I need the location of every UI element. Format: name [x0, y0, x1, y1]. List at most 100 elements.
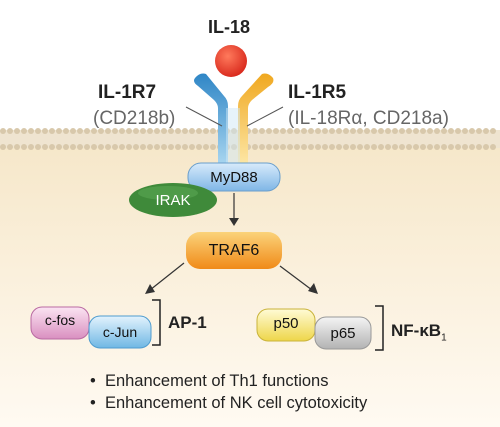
outcomes-list: • Enhancement of Th1 functions • Enhance…	[90, 370, 367, 414]
membrane-lipid-head	[126, 144, 132, 150]
membrane-lipid-head	[490, 128, 496, 134]
membrane-lipid-head	[294, 144, 300, 150]
membrane-lipid-head	[406, 128, 412, 134]
ap1-bracket	[152, 299, 161, 346]
traf6-node	[186, 232, 282, 269]
nfkb-bracket	[375, 305, 384, 351]
membrane-lipid-head	[49, 144, 55, 150]
membrane-lipid-head	[7, 144, 13, 150]
il-18-label: IL-18	[208, 17, 251, 37]
membrane-lipid-head	[462, 128, 468, 134]
membrane-lipid-head	[329, 144, 335, 150]
membrane-lipid-head	[91, 144, 97, 150]
membrane-lipid-head	[0, 128, 6, 134]
membrane-lipid-head	[413, 128, 419, 134]
membrane-lipid-head	[315, 144, 321, 150]
membrane-lipid-head	[189, 128, 195, 134]
il-1r5-receptor	[238, 73, 274, 165]
membrane-lipid-head	[168, 144, 174, 150]
membrane-lipid-head	[406, 144, 412, 150]
membrane-lipid-head	[343, 128, 349, 134]
membrane-lipid-head	[140, 144, 146, 150]
il-1r7-alias: (CD218b)	[93, 108, 176, 129]
membrane-lipid-head	[371, 128, 377, 134]
membrane-lipid-head	[182, 144, 188, 150]
membrane-lipid-head	[196, 128, 202, 134]
membrane-lipid-head	[308, 128, 314, 134]
arrow-traf6-ap1	[149, 262, 185, 291]
nfkb-label-main: NF-κB	[391, 321, 442, 340]
membrane-lipid-head	[434, 144, 440, 150]
outcome-text: Enhancement of NK cell cytotoxicity	[104, 394, 368, 412]
membrane-lipid-head	[168, 128, 174, 134]
c-fos-node	[30, 306, 90, 340]
membrane-lipid-head	[49, 128, 55, 134]
membrane-lipid-head	[175, 144, 181, 150]
membrane-lipid-head	[392, 144, 398, 150]
membrane-lipid-head	[483, 128, 489, 134]
membrane-lipid-head	[119, 128, 125, 134]
membrane-lipid-head	[490, 144, 496, 150]
membrane-lipid-head	[210, 128, 216, 134]
irak-label: IRAK	[155, 191, 191, 209]
membrane-lipid-head	[357, 144, 363, 150]
membrane-lipid-head	[98, 144, 104, 150]
membrane-lipid-head	[154, 128, 160, 134]
c-jun-node	[88, 315, 152, 349]
il-1r7-label: IL-1R7	[98, 82, 157, 103]
membrane-lipid-head	[308, 144, 314, 150]
membrane-lipid-head	[154, 144, 160, 150]
outcome-item: • Enhancement of NK cell cytotoxicity	[90, 394, 368, 412]
membrane-lipid-head	[147, 144, 153, 150]
membrane-lipid-head	[301, 128, 307, 134]
membrane-lipid-head	[455, 128, 461, 134]
membrane-lipid-head	[140, 128, 146, 134]
membrane-lipid-head	[427, 128, 433, 134]
membrane-lipid-head	[161, 128, 167, 134]
membrane-lipid-head	[28, 128, 34, 134]
membrane-lipid-head	[182, 128, 188, 134]
membrane-lipid-head	[273, 144, 279, 150]
p50-label: p50	[273, 314, 299, 332]
membrane-lipid-head	[476, 128, 482, 134]
membrane-lipid-head	[371, 144, 377, 150]
membrane-lipid-head	[350, 144, 356, 150]
membrane-lipid-head	[42, 144, 48, 150]
membrane-lipid-head	[441, 144, 447, 150]
membrane-lipid-head	[343, 144, 349, 150]
membrane-lipid-head	[133, 144, 139, 150]
c-jun-label: c-Jun	[102, 324, 138, 340]
membrane-lipid-head	[315, 128, 321, 134]
membrane-lipid-head	[77, 144, 83, 150]
membrane-lipid-head	[357, 128, 363, 134]
membrane-lipid-head	[147, 128, 153, 134]
myd88-label: MyD88	[210, 168, 258, 186]
membrane-lipid-head	[42, 128, 48, 134]
membrane-lipid-head	[294, 128, 300, 134]
membrane-lipid-head	[469, 128, 475, 134]
membrane-lipid-head	[266, 144, 272, 150]
membrane-lipid-head	[469, 144, 475, 150]
il-1r5-alias: (IL-18Rα, CD218a)	[288, 108, 449, 129]
membrane-lipid-head	[322, 144, 328, 150]
membrane-lipid-head	[7, 128, 13, 134]
membrane-lipid-head	[273, 128, 279, 134]
membrane-lipid-head	[203, 128, 209, 134]
membrane-lipid-head	[119, 144, 125, 150]
membrane-lipid-head	[175, 128, 181, 134]
membrane-lipid-head	[112, 144, 118, 150]
membrane-lipid-head	[322, 128, 328, 134]
membrane-lipid-head	[189, 144, 195, 150]
membrane-lipid-head	[350, 128, 356, 134]
membrane-lipid-head	[56, 128, 62, 134]
membrane-lipid-head	[28, 144, 34, 150]
membrane-lipid-head	[301, 144, 307, 150]
membrane-lipid-head	[378, 128, 384, 134]
membrane-lipid-head	[399, 128, 405, 134]
il-1r5-label: IL-1R5	[288, 82, 347, 103]
membrane-lipid-head	[21, 128, 27, 134]
il-1r7-receptor	[194, 73, 228, 165]
p65-node	[314, 316, 372, 350]
